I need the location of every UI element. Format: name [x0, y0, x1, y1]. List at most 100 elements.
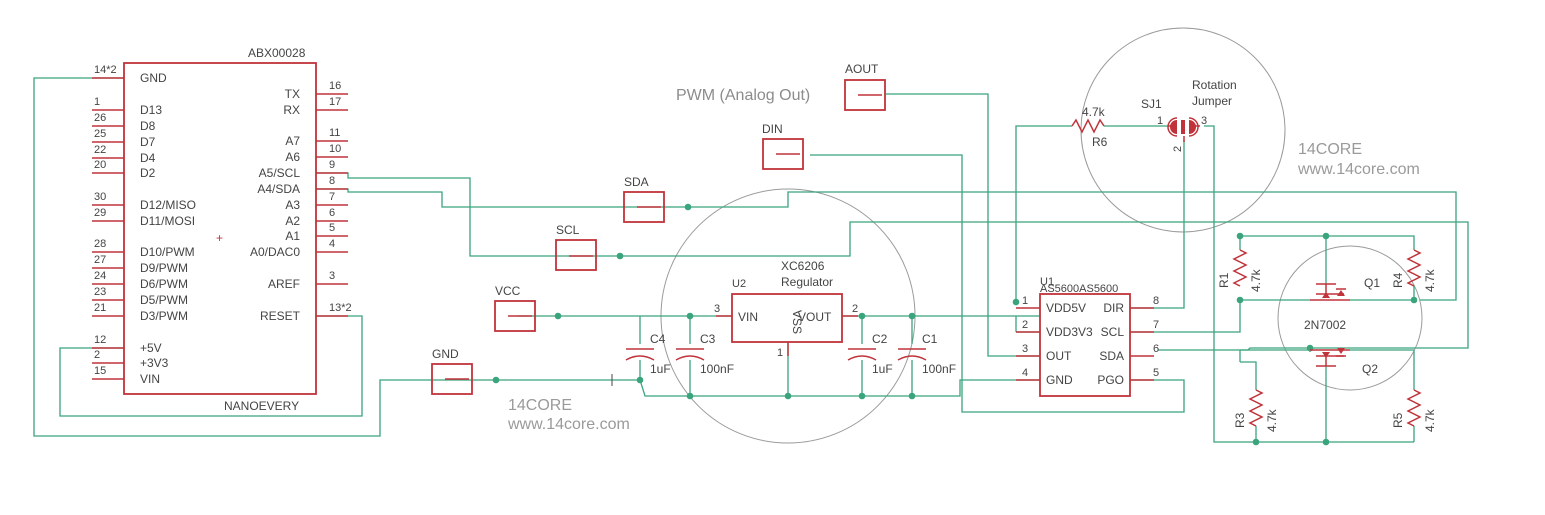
capacitor-ref: C1 [922, 332, 938, 346]
brand-watermark-top: 14CORE [1298, 141, 1362, 158]
resistor-r5-value: 4.7k [1423, 408, 1437, 432]
capacitor-ref: C2 [872, 332, 888, 346]
mosfet-part: 2N7002 [1304, 318, 1346, 332]
arduino-pin-number: 21 [94, 302, 106, 314]
mosfet-q1-ref: Q1 [1364, 276, 1380, 290]
arduino-pin-label: A7 [285, 134, 300, 148]
sensor-pin-label: SCL [1101, 325, 1125, 339]
arduino-pin-number: 3 [329, 270, 335, 282]
capacitor-plate [675, 355, 705, 361]
arduino-pin-number: 24 [94, 270, 106, 282]
pad-scl-label: SCL [556, 223, 580, 237]
pad-gnd[interactable]: GND [431, 347, 473, 395]
resistor-r1-ref: R1 [1217, 272, 1231, 288]
sensor-pin-label: SDA [1099, 349, 1124, 363]
pad-scl[interactable]: SCL [555, 223, 597, 271]
pad-vcc[interactable]: VCC [494, 284, 536, 332]
resistor-r6-ref: R6 [1092, 135, 1108, 149]
regulator-vout-label: VOUT [798, 310, 832, 324]
pad-sda-label: SDA [624, 175, 649, 189]
mosfet-q2: Q2 [1310, 348, 1378, 376]
sensor-pin-label: VDD5V [1046, 301, 1086, 315]
regulator-vss-label: VSS [790, 310, 804, 334]
arduino-pin-number: 14*2 [94, 64, 117, 76]
capacitor-value: 1uF [872, 362, 893, 376]
rotation-jumper-sj1[interactable]: SJ1 Rotation Jumper 1 3 2 [1141, 78, 1237, 152]
pad-aout[interactable]: AOUT [844, 62, 886, 111]
regulator-ref: U2 [732, 278, 746, 290]
resistor-r3-value: 4.7k [1265, 408, 1279, 432]
junction-dots [492, 203, 1418, 446]
arduino-pin-label: A1 [285, 229, 300, 243]
arduino-pin-label: RESET [260, 309, 301, 323]
regulator-title: XC6206 [781, 259, 825, 273]
arduino-pin-number: 25 [94, 128, 106, 140]
arduino-pin-label: +3V3 [140, 356, 169, 370]
sensor-pin-label: GND [1046, 373, 1073, 387]
regulator-pin-vin: 3 [714, 303, 720, 315]
sensor-ref: U1 [1040, 276, 1054, 288]
arduino-pin-number: 4 [329, 238, 335, 250]
pad-sda[interactable]: SDA [623, 175, 665, 223]
arduino-pin-number: 29 [94, 207, 106, 219]
capacitor-ref: C4 [650, 332, 666, 346]
resistor-r5-ref: R5 [1391, 412, 1405, 428]
arduino-pin-label: D7 [140, 135, 156, 149]
pad-gnd-label: GND [432, 347, 459, 361]
arduino-pin-number: 15 [94, 365, 106, 377]
jumper-pin2: 2 [1172, 146, 1184, 152]
arduino-pin-number: 7 [329, 191, 335, 203]
resistor-r3-body [1248, 389, 1264, 427]
arduino-pin-number: 26 [94, 112, 106, 124]
sensor-pin-number: 6 [1153, 343, 1159, 355]
resistor-r6: 4.7k R6 [1071, 105, 1108, 149]
sensor-pin-number: 2 [1022, 319, 1028, 331]
arduino-pin-number: 11 [329, 127, 340, 139]
sensor-pin-number: 5 [1153, 367, 1159, 379]
arduino-pin-label: A0/DAC0 [250, 245, 300, 259]
arduino-pin-number: 17 [329, 96, 341, 108]
pad-aout-label: AOUT [845, 62, 879, 76]
capacitor-value: 100nF [700, 362, 734, 376]
jumper-pin3: 3 [1201, 115, 1207, 127]
jumper-ref: SJ1 [1141, 97, 1162, 111]
level-shifter-highlight-circle [1277, 245, 1423, 391]
arduino-pin-number: 12 [94, 334, 106, 346]
arduino-pin-number: 10 [329, 143, 341, 155]
resistor-r3-ref: R3 [1233, 412, 1247, 428]
resistor-r5-body [1406, 389, 1422, 427]
url-watermark-top: www.14core.com [1297, 161, 1420, 178]
regulator-pin-vss: 1 [777, 347, 783, 359]
arduino-pin-number: 2 [94, 349, 100, 361]
resistor-r4-ref: R4 [1391, 272, 1405, 288]
pwm-note: PWM (Analog Out) [676, 87, 810, 104]
arduino-pin-label: D12/MISO [140, 198, 196, 212]
arduino-pin-number: 1 [94, 96, 100, 108]
arduino-pin-number: 20 [94, 159, 106, 171]
brand-watermark-bottom: 14CORE [508, 397, 572, 414]
arduino-pin-label: VIN [140, 372, 160, 386]
capacitor-value: 1uF [650, 362, 671, 376]
arduino-pin-label: D5/PWM [140, 293, 188, 307]
mosfet-q1: Q1 2N7002 [1304, 276, 1380, 332]
capacitor-value: 100nF [922, 362, 956, 376]
arduino-pin-label: D11/MOSI [140, 214, 195, 228]
arduino-pin-label: D9/PWM [140, 261, 188, 275]
mosfet-q2-ref: Q2 [1362, 362, 1378, 376]
sensor-pin-number: 3 [1022, 343, 1028, 355]
capacitors: C4 1uF C3 100nF C2 1uF C1 100nF [625, 332, 956, 376]
capacitor-plate [625, 355, 655, 361]
arduino-pin-label: A5/SCL [259, 166, 301, 180]
pad-din[interactable]: DIN [762, 122, 804, 170]
sensor-pin-label: PGO [1097, 373, 1124, 387]
sensor-pin-number: 4 [1022, 367, 1028, 379]
jumper-label-line2: Jumper [1192, 94, 1232, 108]
arduino-nano-every: ABX00028 NANOEVERY + 14*2GND1D1326D825D7… [92, 46, 352, 413]
origin-marker: + [216, 231, 223, 245]
sensor-pin-label: VDD3V3 [1046, 325, 1093, 339]
capacitor-ref: C3 [700, 332, 716, 346]
arduino-pin-number: 9 [329, 159, 335, 171]
arduino-pin-label: A3 [285, 198, 300, 212]
arduino-pin-number: 23 [94, 286, 106, 298]
